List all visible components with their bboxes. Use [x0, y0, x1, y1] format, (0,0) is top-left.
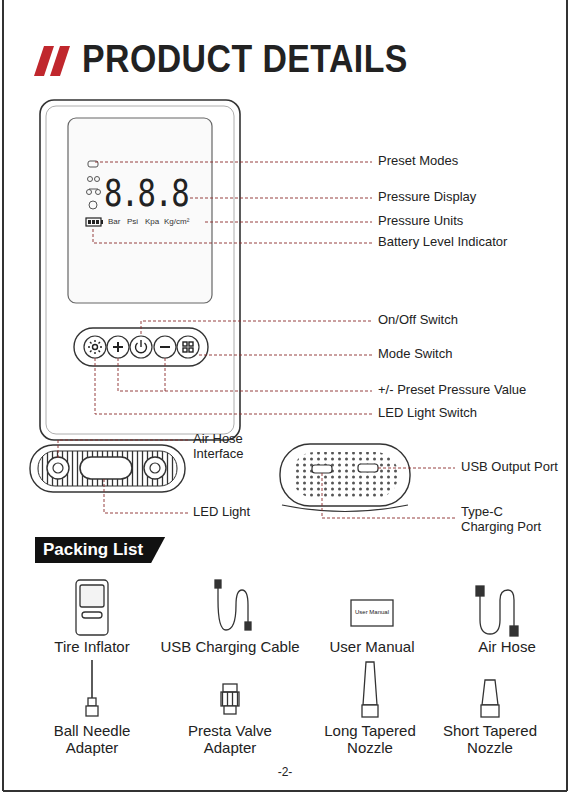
- item-label: Short Tapered Nozzle: [432, 722, 548, 757]
- callout-label: On/Off Switch: [378, 313, 458, 328]
- item-label: Long Tapered Nozzle: [315, 722, 425, 757]
- manual-cover-text: User Manual: [352, 609, 392, 616]
- inflator-top-view: [30, 445, 185, 492]
- page-frame: [3, 0, 567, 791]
- page-number: -2-: [270, 766, 300, 780]
- item-label: Air Hose: [437, 638, 570, 655]
- callout-label: USB Output Port: [461, 460, 558, 475]
- unit-label: Kpa: [145, 217, 159, 226]
- title-marks: [34, 46, 70, 76]
- callout-label: Preset Modes: [378, 154, 458, 169]
- callout-label: LED Light Switch: [378, 406, 477, 421]
- page-title: PRODUCT DETAILS: [82, 38, 408, 81]
- inflator-front: [40, 100, 240, 440]
- item-label: Presta Valve Adapter: [175, 722, 285, 757]
- section-banner: Packing List: [35, 537, 165, 563]
- item-label: User Manual: [302, 638, 442, 655]
- packing-icons: [76, 580, 518, 717]
- callout-label: Type-C Charging Port: [461, 505, 553, 535]
- item-label: USB Charging Cable: [160, 638, 300, 655]
- callout-label: +/- Preset Pressure Value: [378, 383, 526, 398]
- inflator-bottom-view: [280, 444, 410, 512]
- callout-label: Pressure Units: [378, 214, 463, 229]
- unit-label: Kg/cm²: [164, 217, 189, 226]
- callout-label: Battery Level Indicator: [378, 235, 507, 250]
- banner-text: Packing List: [43, 540, 143, 559]
- unit-label: Bar: [108, 217, 120, 226]
- callout-label: LED Light: [193, 505, 250, 520]
- callout-label: Air Hose Interface: [193, 432, 259, 462]
- item-label: Tire Inflator: [22, 638, 162, 655]
- callout-label: Mode Switch: [378, 347, 452, 362]
- unit-label: Psi: [127, 217, 138, 226]
- display-digits: 8.8.8: [104, 174, 188, 212]
- item-label: Ball Needle Adapter: [42, 722, 142, 757]
- callout-label: Pressure Display: [378, 190, 476, 205]
